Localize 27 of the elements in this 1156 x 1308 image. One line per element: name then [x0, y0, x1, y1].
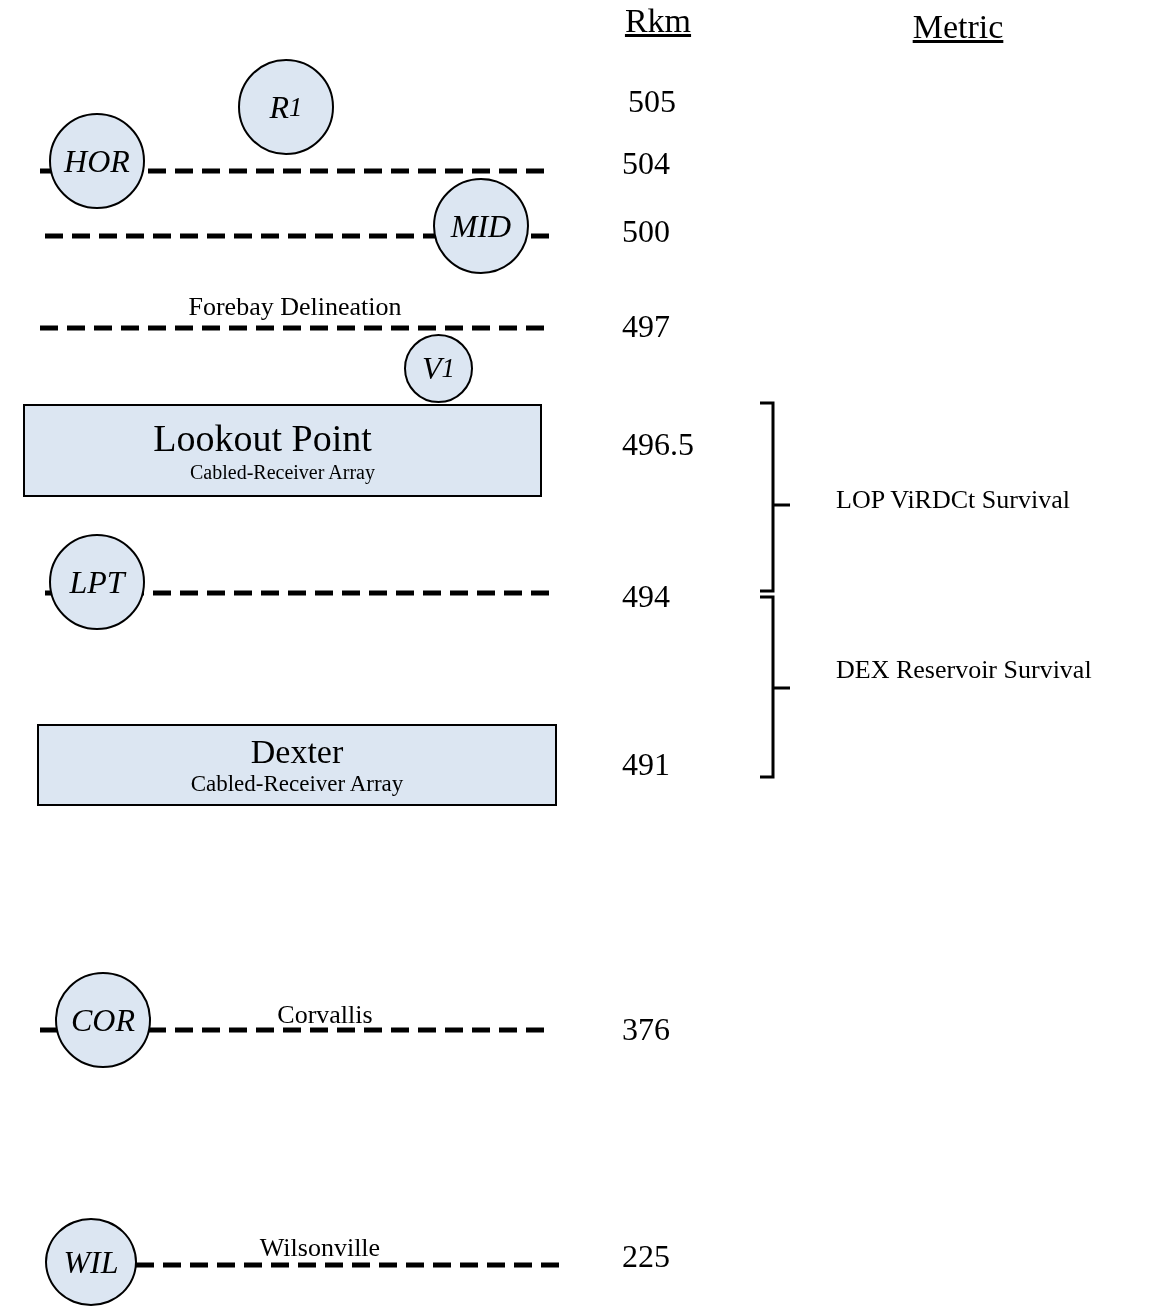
line-label: Corvallis [277, 1000, 373, 1030]
station-circle: LPT [49, 534, 145, 630]
rkm-value: 505 [628, 83, 676, 120]
column-header: Rkm [624, 2, 692, 40]
rkm-value: 500 [622, 213, 670, 250]
line-label: Forebay Delineation [188, 292, 402, 322]
rkm-value: 504 [622, 145, 670, 182]
station-circle: WIL [45, 1218, 137, 1306]
array-subtitle: Cabled-Receiver Array [190, 771, 404, 798]
rkm-value: 496.5 [622, 426, 694, 463]
array-title: Dexter [250, 732, 344, 772]
receiver-array-box [37, 724, 557, 806]
rkm-value: 376 [622, 1011, 670, 1048]
rkm-value: 494 [622, 578, 670, 615]
station-circle: MID [433, 178, 529, 274]
array-title: Lookout Point [153, 417, 372, 461]
line-label: Wilsonville [259, 1233, 381, 1263]
array-subtitle: Cabled-Receiver Array [190, 460, 375, 484]
metric-label: DEX Reservoir Survival [836, 655, 1092, 685]
rkm-value: 491 [622, 746, 670, 783]
metric-label: LOP ViRDCt Survival [836, 485, 1070, 515]
receiver-array-box [23, 404, 542, 497]
rkm-value: 225 [622, 1238, 670, 1275]
station-circle: HOR [49, 113, 145, 209]
column-header: Metric [912, 8, 1004, 46]
station-circle: COR [55, 972, 151, 1068]
rkm-value: 497 [622, 308, 670, 345]
